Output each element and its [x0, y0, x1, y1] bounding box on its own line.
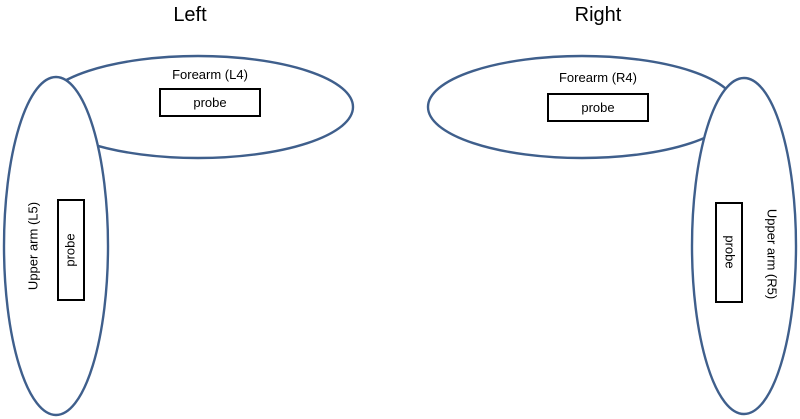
- right-heading: Right: [575, 4, 622, 26]
- left-upper-arm-probe-label: probe: [62, 233, 77, 266]
- right-upper-arm-probe-label: probe: [723, 235, 738, 268]
- right-upper-arm-probe-box: [715, 202, 743, 303]
- right-upper-arm-ellipse: [690, 76, 798, 416]
- left-upper-arm-label: Upper arm (L5): [25, 202, 40, 290]
- left-forearm-probe-box: [159, 88, 261, 117]
- left-forearm-label: Forearm (L4): [172, 67, 248, 82]
- left-heading: Left: [173, 4, 207, 26]
- right-forearm-label: Forearm (R4): [559, 70, 637, 85]
- left-upper-arm-probe-box: [57, 199, 85, 301]
- right-forearm-probe-label: probe: [581, 100, 614, 115]
- right-forearm-probe-box: [547, 93, 649, 122]
- left-forearm-probe-label: probe: [193, 95, 226, 110]
- left-upper-arm-ellipse: [2, 75, 110, 417]
- right-upper-arm-label: Upper arm (R5): [765, 209, 780, 299]
